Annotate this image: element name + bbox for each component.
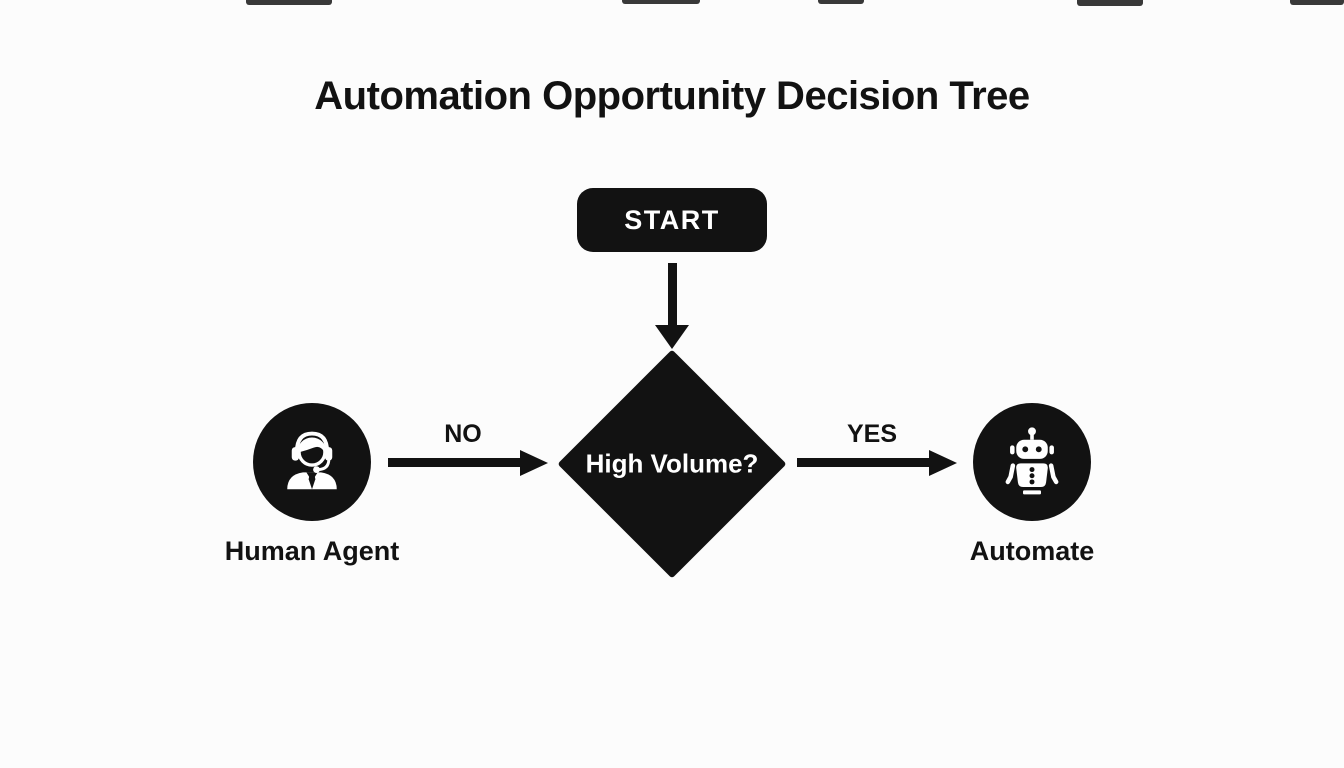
top-edge-artifact <box>818 0 864 4</box>
automate-node <box>973 403 1091 521</box>
start-node: START <box>577 188 767 252</box>
top-edge-artifact <box>246 0 332 5</box>
start-node-label: START <box>624 204 720 235</box>
top-edge-artifact <box>622 0 700 4</box>
yes-branch-label: YES <box>846 420 898 448</box>
human-agent-node <box>253 403 371 521</box>
start-to-decision-arrow <box>668 263 677 325</box>
no-branch-arrow <box>388 458 520 467</box>
arrow-head-right-icon <box>929 449 957 476</box>
human-agent-label: Human Agent <box>224 536 400 566</box>
yes-branch-arrow <box>797 458 929 467</box>
headset-agent-icon <box>276 424 348 501</box>
robot-icon <box>996 424 1068 501</box>
decision-node: High Volume? <box>557 349 787 579</box>
top-edge-artifact <box>1077 0 1143 6</box>
decision-node-label: High Volume? <box>585 448 759 479</box>
arrow-head-down-icon <box>655 325 689 349</box>
automate-label: Automate <box>969 536 1095 566</box>
arrow-head-right-icon <box>520 449 548 476</box>
top-edge-artifact <box>1290 0 1344 5</box>
page-title: Automation Opportunity Decision Tree <box>314 74 1030 118</box>
no-branch-label: NO <box>444 420 482 448</box>
